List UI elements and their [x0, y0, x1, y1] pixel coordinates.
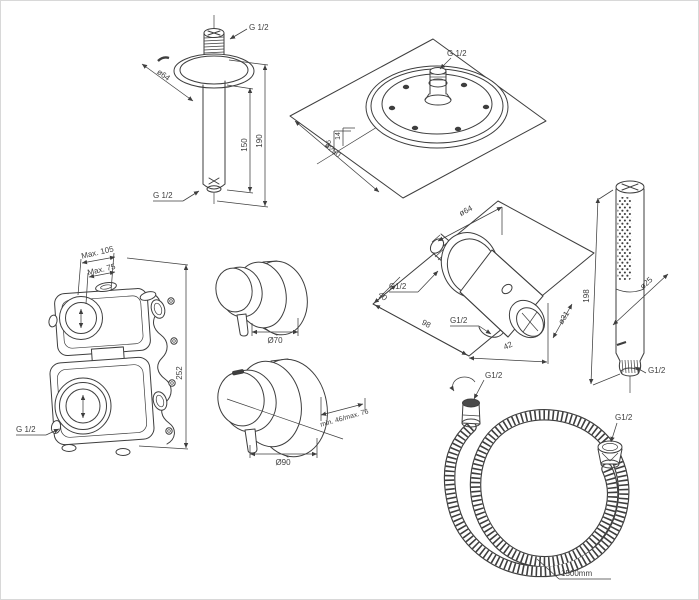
head-dim-56-label: 56: [326, 140, 333, 148]
head-diameter-label: ø250: [323, 141, 343, 160]
mixer-thread-label: G 1/2: [16, 425, 36, 434]
elbow-thread-wall-label: G1/2: [389, 282, 407, 291]
hose-length-label: 1500mm: [561, 569, 592, 578]
ceiling-shower-arm-drawing: G 1/2 ø64 150 190 G 1/2: [141, 15, 269, 208]
wall-outlet-elbow-drawing: ø64 G1/2 40 98 G1/2 42 ø31: [372, 200, 595, 364]
concealed-mixer-valve-drawing: Max. 105 Max. 75 252 G 1/2: [16, 244, 189, 456]
elbow-flange-diameter-label: ø64: [458, 203, 475, 218]
rain-shower-head-drawing: G 1/2 56 14 ø250: [289, 38, 547, 199]
arm-thread-bottom-label: G 1/2: [153, 191, 173, 200]
handle-trim-90-drawing: Ø90 min. 46/max. 76: [217, 358, 370, 467]
arm-dim-190-label: 190: [255, 134, 264, 148]
shower-hose-drawing: G1/2 G1/2 1500mm: [443, 371, 633, 580]
elbow-dim-98-label: 98: [420, 318, 433, 330]
elbow-dim-42-label: 42: [502, 340, 514, 352]
arm-flange-diameter-label: ø64: [155, 67, 172, 83]
mixer-dim-252-label: 252: [175, 366, 184, 380]
elbow-outlet-diameter-label: ø31: [556, 309, 571, 326]
head-dim-14-label: 14: [335, 132, 342, 140]
hand-shower-thread-label: G1/2: [648, 366, 666, 375]
arm-thread-top-label: G 1/2: [249, 23, 269, 32]
elbow-thread-outlet-label: G1/2: [450, 316, 468, 325]
handle-small-diameter-label: Ø70: [267, 336, 283, 345]
head-thread-label: G 1/2: [447, 49, 467, 58]
hand-shower-drawing: 198 ø25 G1/2: [582, 180, 669, 393]
hose-thread-right-label: G1/2: [615, 413, 633, 422]
hose-thread-left-label: G1/2: [485, 371, 503, 380]
hand-shower-dim-198-label: 198: [582, 289, 591, 303]
handle-large-diameter-label: Ø90: [275, 458, 291, 467]
arm-dim-150-label: 150: [240, 138, 249, 152]
handle-trim-70-drawing: Ø70: [215, 260, 308, 345]
